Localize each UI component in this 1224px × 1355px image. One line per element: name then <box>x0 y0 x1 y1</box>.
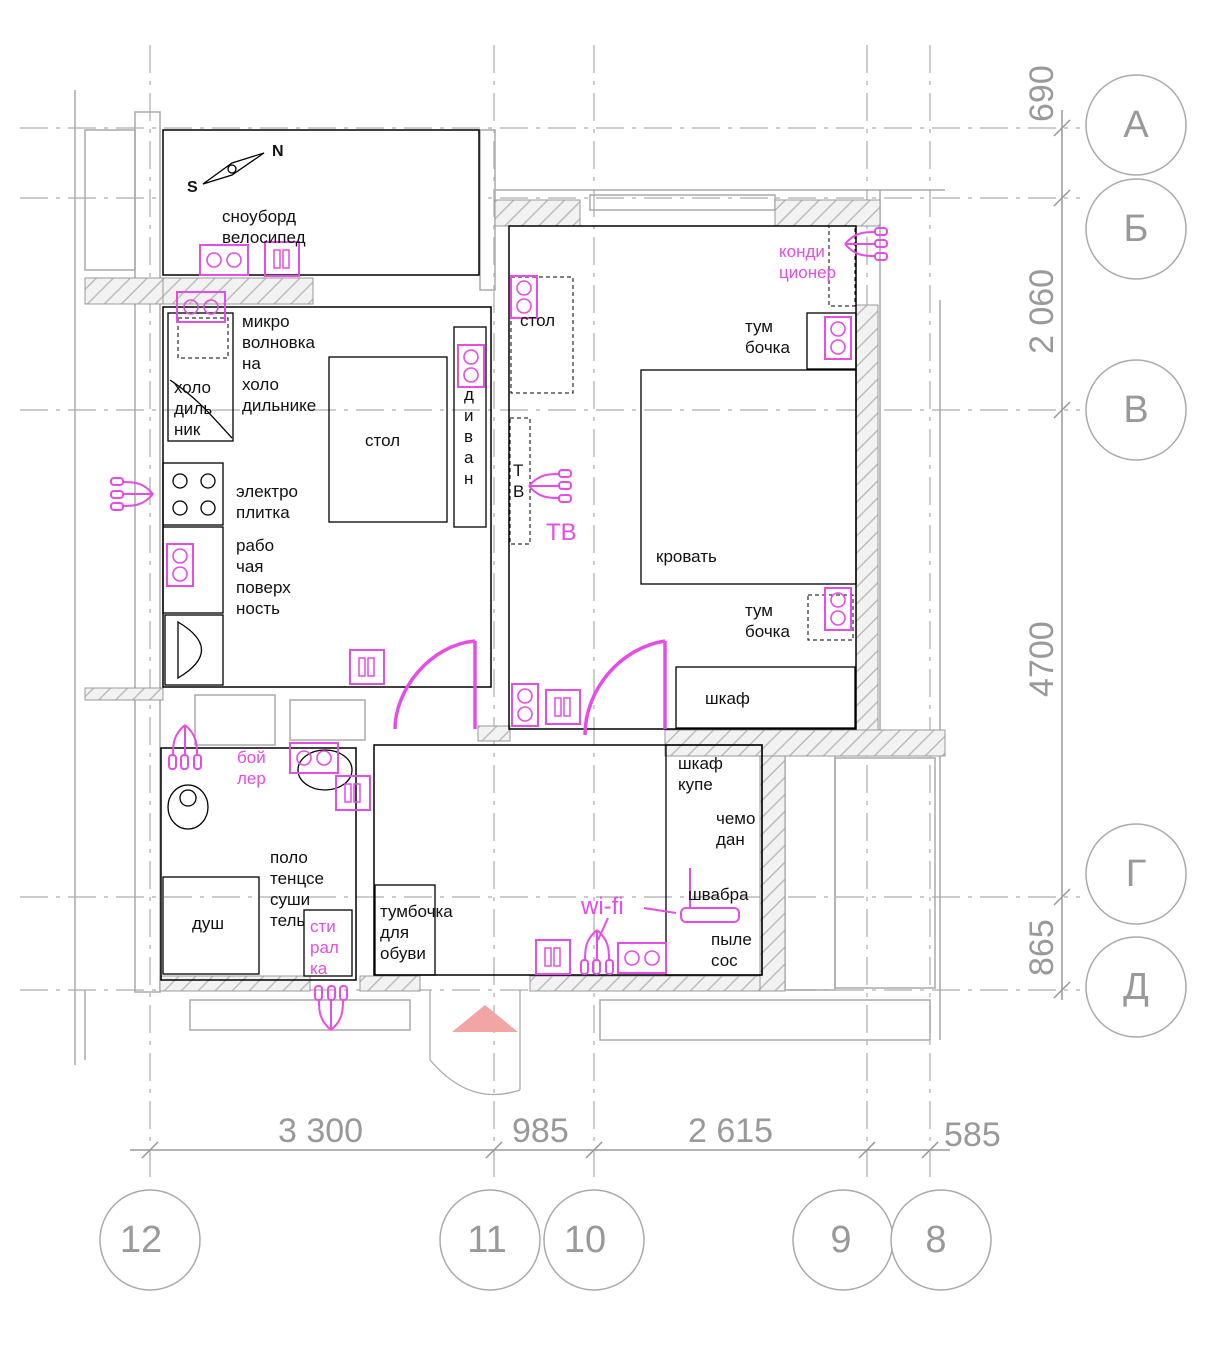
dim-585: 585 <box>944 1116 1001 1154</box>
shower-label: душ <box>192 914 225 933</box>
room-outlines <box>160 129 857 981</box>
worktop-label: рабо чая поверх ность <box>236 536 291 618</box>
wardrobe-label: шкаф <box>705 689 750 708</box>
sofa-label: д и в а н <box>464 385 474 488</box>
desk-label: стол <box>520 311 556 330</box>
dimension-lines <box>130 110 1071 1159</box>
suitcase-label: чемо дан <box>716 809 756 849</box>
kitchen-table-label: стол <box>365 431 401 450</box>
fridge-label: холо диль ник <box>174 378 213 439</box>
nightstand-bottom-label: тум бочка <box>745 601 790 641</box>
building-walls <box>74 90 945 1065</box>
closet-label: шкаф купе <box>678 754 723 794</box>
axis-col-9: 9 <box>830 1219 852 1261</box>
washer-label: сти рал ка <box>310 917 339 978</box>
mop-label: швабра <box>688 885 749 904</box>
dashed-outlines <box>177 225 856 641</box>
axis-col-12: 12 <box>119 1219 163 1261</box>
wifi-label: wi-fi <box>581 893 624 920</box>
axis-row-d: Д <box>1123 966 1149 1008</box>
tv-label: ТВ <box>546 519 577 546</box>
ac-label: конди ционер <box>779 242 836 282</box>
axis-row-b: Б <box>1123 208 1149 250</box>
grid-lines <box>20 45 1080 1185</box>
microwave-label: микро волновка на холо дильнике <box>242 312 317 415</box>
axis-row-v: В <box>1123 389 1149 431</box>
shoe-cabinet-label: тумбочка для обуви <box>380 902 453 963</box>
wifi-router <box>597 868 740 941</box>
furniture <box>162 312 857 977</box>
axis-row-a: А <box>1123 104 1149 146</box>
axis-col-8: 8 <box>925 1219 947 1261</box>
dim-3300: 3 300 <box>278 1112 364 1150</box>
axis-bubbles <box>99 74 1187 1291</box>
entrance-arrow <box>452 1005 518 1032</box>
compass <box>202 152 265 185</box>
doors <box>393 639 667 736</box>
compass-north: N <box>272 143 284 160</box>
dim-2060: 2 060 <box>1023 268 1061 354</box>
boiler-label: бой лер <box>237 748 266 788</box>
storage-label: сноуборд велосипед <box>222 207 306 247</box>
nightstand-top-label: тум бочка <box>745 317 790 357</box>
axis-col-11: 11 <box>467 1219 507 1261</box>
axis-col-10: 10 <box>563 1219 607 1261</box>
dim-690: 690 <box>1023 65 1061 122</box>
tv-stand-label: Т В <box>513 461 525 501</box>
axis-row-g: Г <box>1125 853 1147 895</box>
dim-4700: 4700 <box>1023 621 1061 697</box>
compass-south: S <box>187 179 198 196</box>
towel-dryer-label: поло тенцсе суши тель <box>270 848 324 930</box>
vacuum-label: пыле сос <box>711 930 752 970</box>
bed-label: кровать <box>656 547 717 566</box>
dim-985: 985 <box>512 1112 569 1150</box>
dim-2615: 2 615 <box>688 1112 774 1150</box>
stove-label: электро плитка <box>236 482 298 522</box>
dim-865: 865 <box>1023 919 1061 976</box>
